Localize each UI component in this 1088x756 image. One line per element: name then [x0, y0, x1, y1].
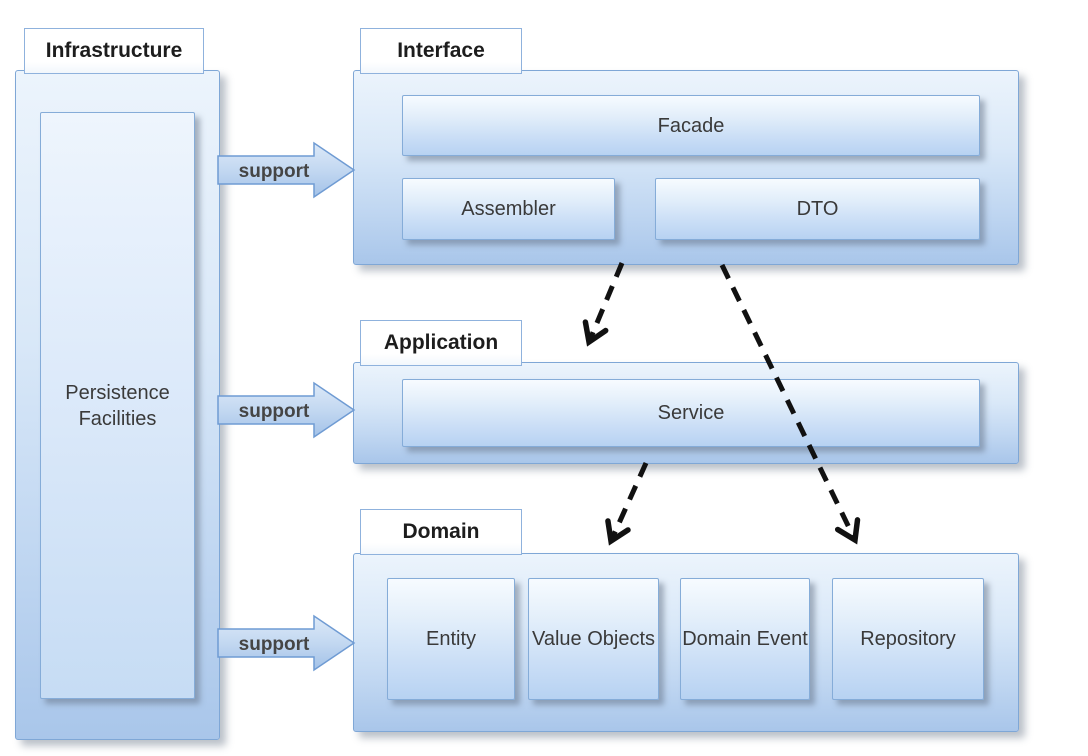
support-arrow-shape [217, 141, 356, 199]
support-arrow-infrastructure-to-application-icon: support [217, 381, 356, 439]
component-assembler-text: Assembler [461, 198, 556, 220]
component-facade-text: Facade [657, 114, 725, 137]
component-persistence-facilities-text: Persistence Facilities [65, 381, 170, 430]
interface-layer-label: Interface [360, 28, 522, 74]
support-arrow-label: support [239, 634, 310, 655]
component-entity-text: Entity [425, 628, 477, 650]
component-assembler: Assembler [402, 178, 615, 240]
component-facade: Facade [402, 95, 980, 156]
support-arrow-infrastructure-to-interface-icon: support [217, 141, 356, 199]
support-arrow-shape [217, 614, 356, 672]
component-dto-text: DTO [796, 198, 839, 220]
infrastructure-layer-label-text: Infrastructure [45, 39, 183, 62]
component-domain-event: Domain Event [680, 578, 810, 700]
component-domain-event-text: Domain Event [682, 628, 808, 650]
component-repository-text: Repository [860, 628, 956, 650]
support-arrow-label: support [239, 401, 310, 422]
component-dto: DTO [655, 178, 980, 240]
interface-layer-label-text: Interface [397, 39, 485, 62]
support-arrow-infrastructure-to-domain-icon: support [217, 614, 356, 672]
infrastructure-layer-label: Infrastructure [24, 28, 204, 74]
component-service-text: Service [657, 402, 725, 424]
component-repository: Repository [832, 578, 984, 700]
component-entity: Entity [387, 578, 515, 700]
component-service: Service [402, 379, 980, 447]
component-value-objects-text: Value Objects [531, 628, 656, 650]
dependency-arrow-interface-to-application [582, 262, 625, 347]
support-arrow-label: support [239, 161, 310, 182]
application-layer-label: Application [360, 320, 522, 366]
component-persistence-facilities: Persistence Facilities [40, 112, 195, 699]
application-layer-label-text: Application [383, 331, 499, 354]
support-arrow-shape [217, 381, 356, 439]
domain-layer-label: Domain [360, 509, 522, 555]
domain-layer-label-text: Domain [402, 520, 480, 543]
dependency-arrow-application-to-domain [605, 461, 649, 546]
component-value-objects: Value Objects [528, 578, 659, 700]
